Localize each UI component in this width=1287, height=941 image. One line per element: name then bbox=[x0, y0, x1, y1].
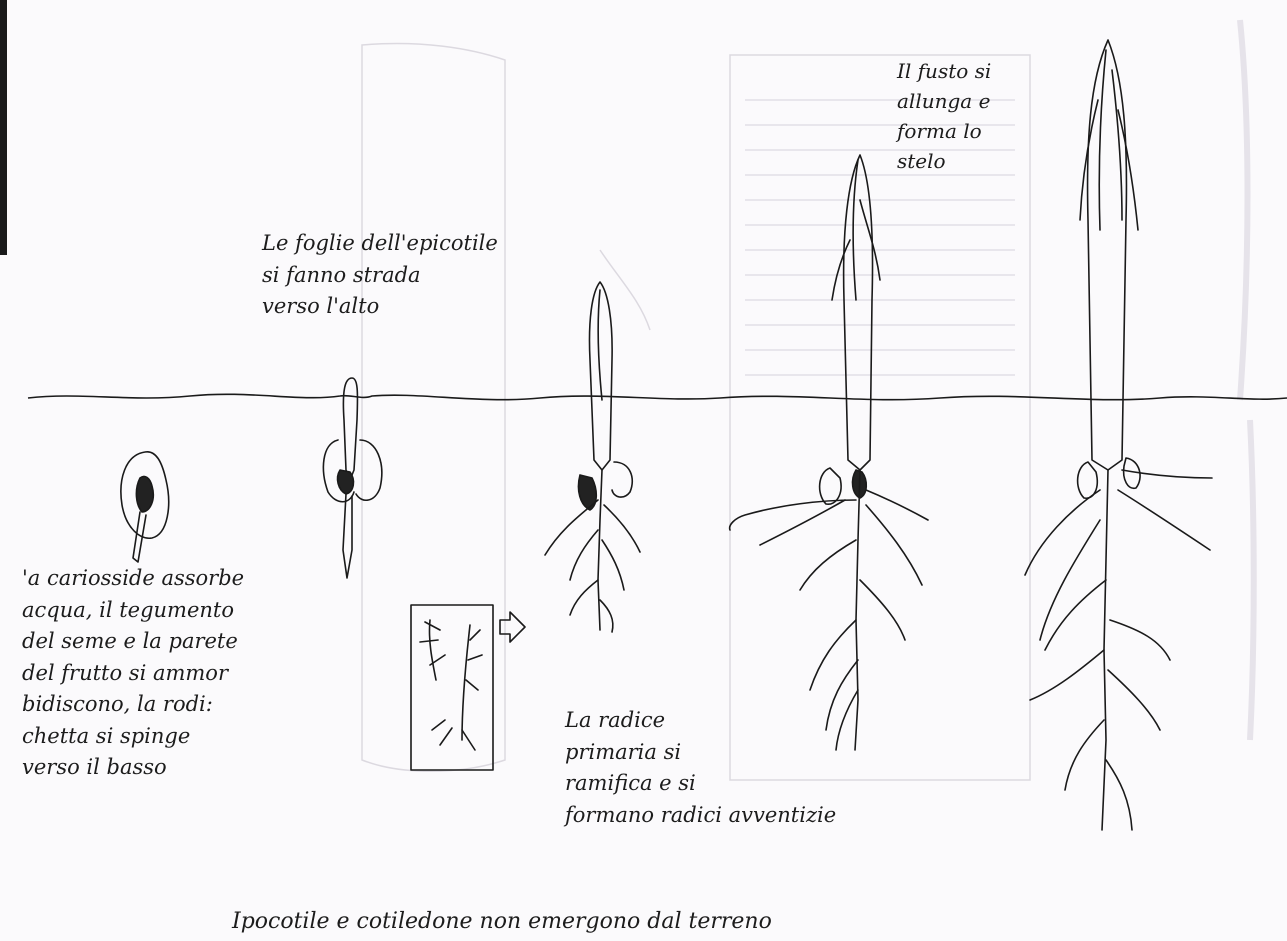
seed-stage-2 bbox=[323, 378, 381, 578]
bottom-caption: Ipocotile e cotiledone non emergono dal … bbox=[232, 905, 992, 938]
step4-caption: Il fusto si allunga e forma lo stelo bbox=[897, 56, 1067, 176]
seedling-stage-4 bbox=[730, 155, 928, 750]
step2-caption: Le foglie dell'epicotile si fanno strada… bbox=[262, 228, 582, 323]
root-detail-inset bbox=[411, 605, 525, 770]
soil-line bbox=[28, 394, 1287, 399]
step1-caption: 'a cariosside assorbe acqua, il tegument… bbox=[22, 563, 312, 784]
page-edge bbox=[0, 0, 7, 255]
seedling-stage-3 bbox=[545, 282, 640, 632]
step3-caption: La radice primaria si ramifica e si form… bbox=[565, 705, 925, 831]
seed-stage-1 bbox=[121, 452, 169, 562]
